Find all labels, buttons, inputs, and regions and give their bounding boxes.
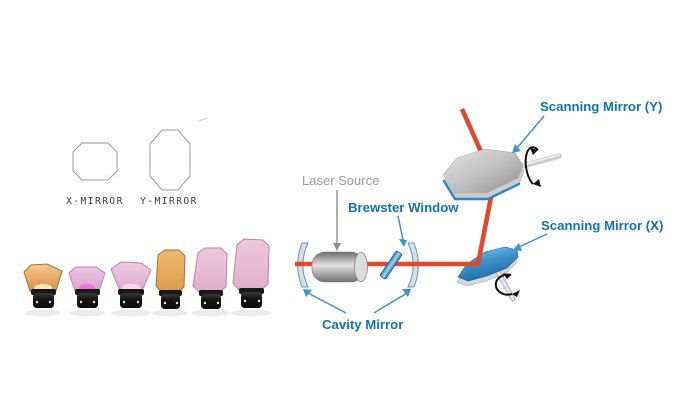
cavity-mirror-arrowhead-left (303, 289, 312, 297)
mirror-sample-amber-tall (155, 249, 186, 309)
laser-beam-output (459, 108, 485, 155)
x-rotation-arrowhead (512, 290, 520, 297)
x-mirror-label: X-MIRROR (66, 196, 124, 207)
laser-source-cylinder (311, 251, 368, 283)
cavity-mirror-arrowhead-right (402, 289, 411, 297)
mirror-sample-pink-large (232, 238, 270, 308)
mirror-outline-figures: X-MIRROR Y-MIRROR (66, 117, 208, 207)
y-mirror-blue-rim (442, 179, 521, 201)
scanning-mirror-y-label: Scanning Mirror (Y) (540, 99, 662, 114)
optical-schematic: Laser Source Brewster Window Cavity Mirr… (295, 99, 663, 332)
laser-source-label: Laser Source (302, 173, 379, 188)
scanning-mirror-x-label: Scanning Mirror (X) (541, 218, 663, 233)
mirror-sample-pink-small (68, 266, 106, 308)
cavity-mirror-leader-left (307, 292, 347, 314)
x-mirror-outline (72, 142, 118, 181)
y-rotation-arrowhead (530, 148, 538, 155)
brewster-window-element (379, 250, 403, 280)
cylinder-end-cap (354, 251, 368, 282)
scanning-mirror-y-leader (516, 115, 545, 149)
scanning-mirror-x-arrowhead (513, 243, 522, 251)
scanning-mirror-y (442, 146, 562, 201)
x-rotation-arrowhead-2 (503, 273, 511, 279)
mirror-sample-pink-tall (192, 247, 228, 309)
scanning-mirror-y-arrowhead (512, 144, 521, 153)
cavity-mirror-leader-right (373, 292, 408, 314)
y-mirror-outline (149, 129, 191, 191)
y-rotation-arrow-icon (524, 146, 539, 185)
scanning-mirror-x-leader (518, 233, 548, 248)
y-rotation-arrowhead-2 (533, 179, 541, 187)
y-mirror-plate (442, 148, 524, 194)
brewster-window-leader (397, 215, 404, 241)
mirror-sample-amber-small (23, 263, 63, 308)
cavity-mirror-label: Cavity Mirror (322, 317, 403, 332)
laser-source-arrowhead (333, 243, 341, 251)
brewster-window-label: Brewster Window (348, 200, 459, 215)
x-mirror-plate (457, 246, 519, 282)
stray-mark (198, 117, 208, 122)
sample-reflections (25, 309, 272, 317)
schematic-labels: Laser Source Brewster Window Cavity Mirr… (302, 99, 663, 332)
scanning-mirror-x (456, 246, 520, 302)
brewster-window-arrowhead (399, 239, 407, 247)
y-mirror-label: Y-MIRROR (140, 196, 198, 207)
mirror-samples-photo (23, 238, 272, 317)
mirror-sample-pink-medium (110, 261, 152, 308)
